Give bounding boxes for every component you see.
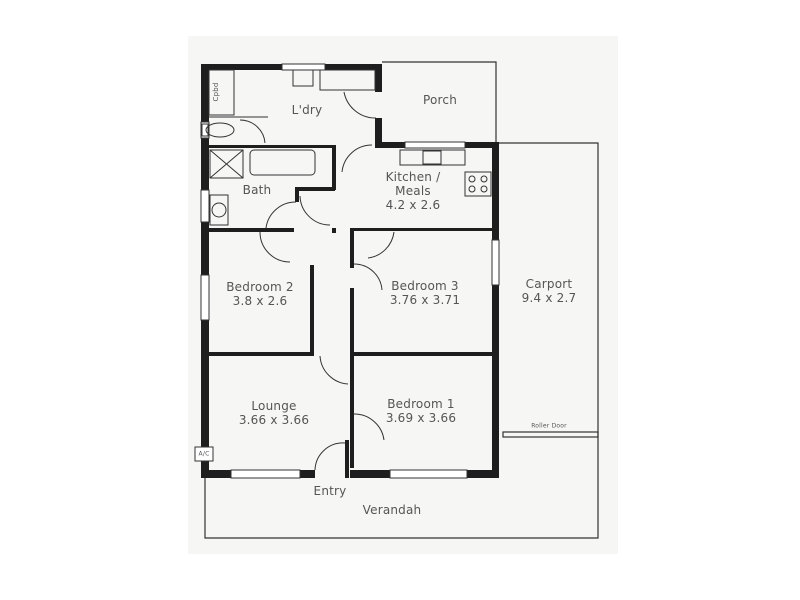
room-label-laundry: L'dry (291, 103, 323, 117)
kitchen-name-2: Meals (395, 184, 431, 198)
windows (200, 63, 500, 479)
room-label-entry: Entry (313, 484, 347, 498)
door-swings (239, 91, 395, 471)
room-label-verandah: Verandah (362, 503, 422, 517)
room-label-cpbd: Cpbd (212, 82, 220, 102)
bedroom3-dimensions: 3.76 x 3.71 (389, 293, 461, 307)
room-label-lounge: Lounge 3.66 x 3.66 (239, 399, 309, 427)
room-label-bedroom3: Bedroom 3 3.76 x 3.71 (390, 279, 460, 307)
bedroom2-dimensions: 3.8 x 2.6 (232, 294, 288, 308)
carport-outline (498, 142, 599, 435)
room-label-bath: Bath (242, 183, 272, 197)
porch-outline (382, 61, 497, 143)
carport-name: Carport (525, 277, 573, 291)
bedroom3-name: Bedroom 3 (391, 279, 459, 293)
ac-label: A/C (198, 450, 210, 458)
room-label-bedroom1: Bedroom 1 3.69 x 3.66 (386, 397, 456, 425)
lounge-dimensions: 3.66 x 3.66 (238, 413, 310, 427)
room-label-kitchen: Kitchen / Meals 4.2 x 2.6 (386, 170, 441, 212)
verandah-outline (204, 435, 599, 539)
room-label-bedroom2: Bedroom 2 3.8 x 2.6 (226, 280, 294, 308)
paper-background (188, 36, 618, 554)
ac-unit (194, 446, 214, 462)
roller-door-label: Roller Door (531, 422, 567, 430)
bedroom1-name: Bedroom 1 (387, 397, 455, 411)
walls (201, 64, 499, 478)
lounge-name: Lounge (251, 399, 297, 413)
kitchen-dimensions: 4.2 x 2.6 (385, 198, 441, 212)
roller-door (502, 431, 599, 438)
bedroom1-dimensions: 3.69 x 3.66 (385, 411, 457, 425)
fixtures (201, 69, 492, 226)
kitchen-name: Kitchen / (385, 170, 441, 184)
bedroom2-name: Bedroom 2 (226, 280, 294, 294)
room-label-carport: Carport 9.4 x 2.7 (522, 277, 577, 305)
carport-dimensions: 9.4 x 2.7 (521, 291, 577, 305)
room-label-porch: Porch (422, 93, 458, 107)
